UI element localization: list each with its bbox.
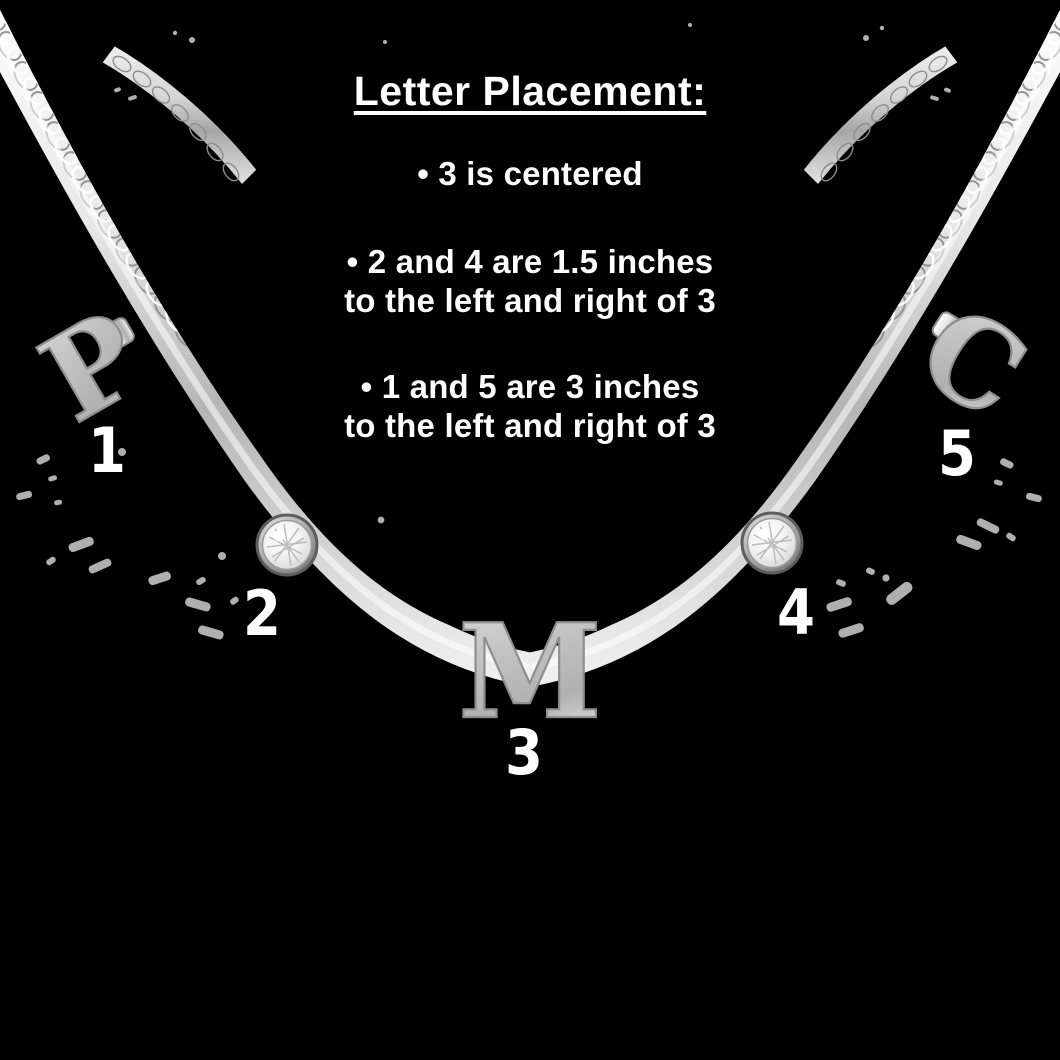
chain-fragment-right (802, 44, 960, 188)
charm-gemstone-2 (255, 513, 319, 577)
charm-bail-5 (931, 311, 964, 344)
sparkle-specks (16, 23, 1042, 640)
chain-fragment-left (100, 44, 258, 188)
charm-gemstone-4 (740, 511, 804, 575)
charm-bail-1 (103, 317, 135, 350)
charm-letter-3: M (457, 594, 603, 749)
charm-glyph-3: M (458, 595, 602, 748)
